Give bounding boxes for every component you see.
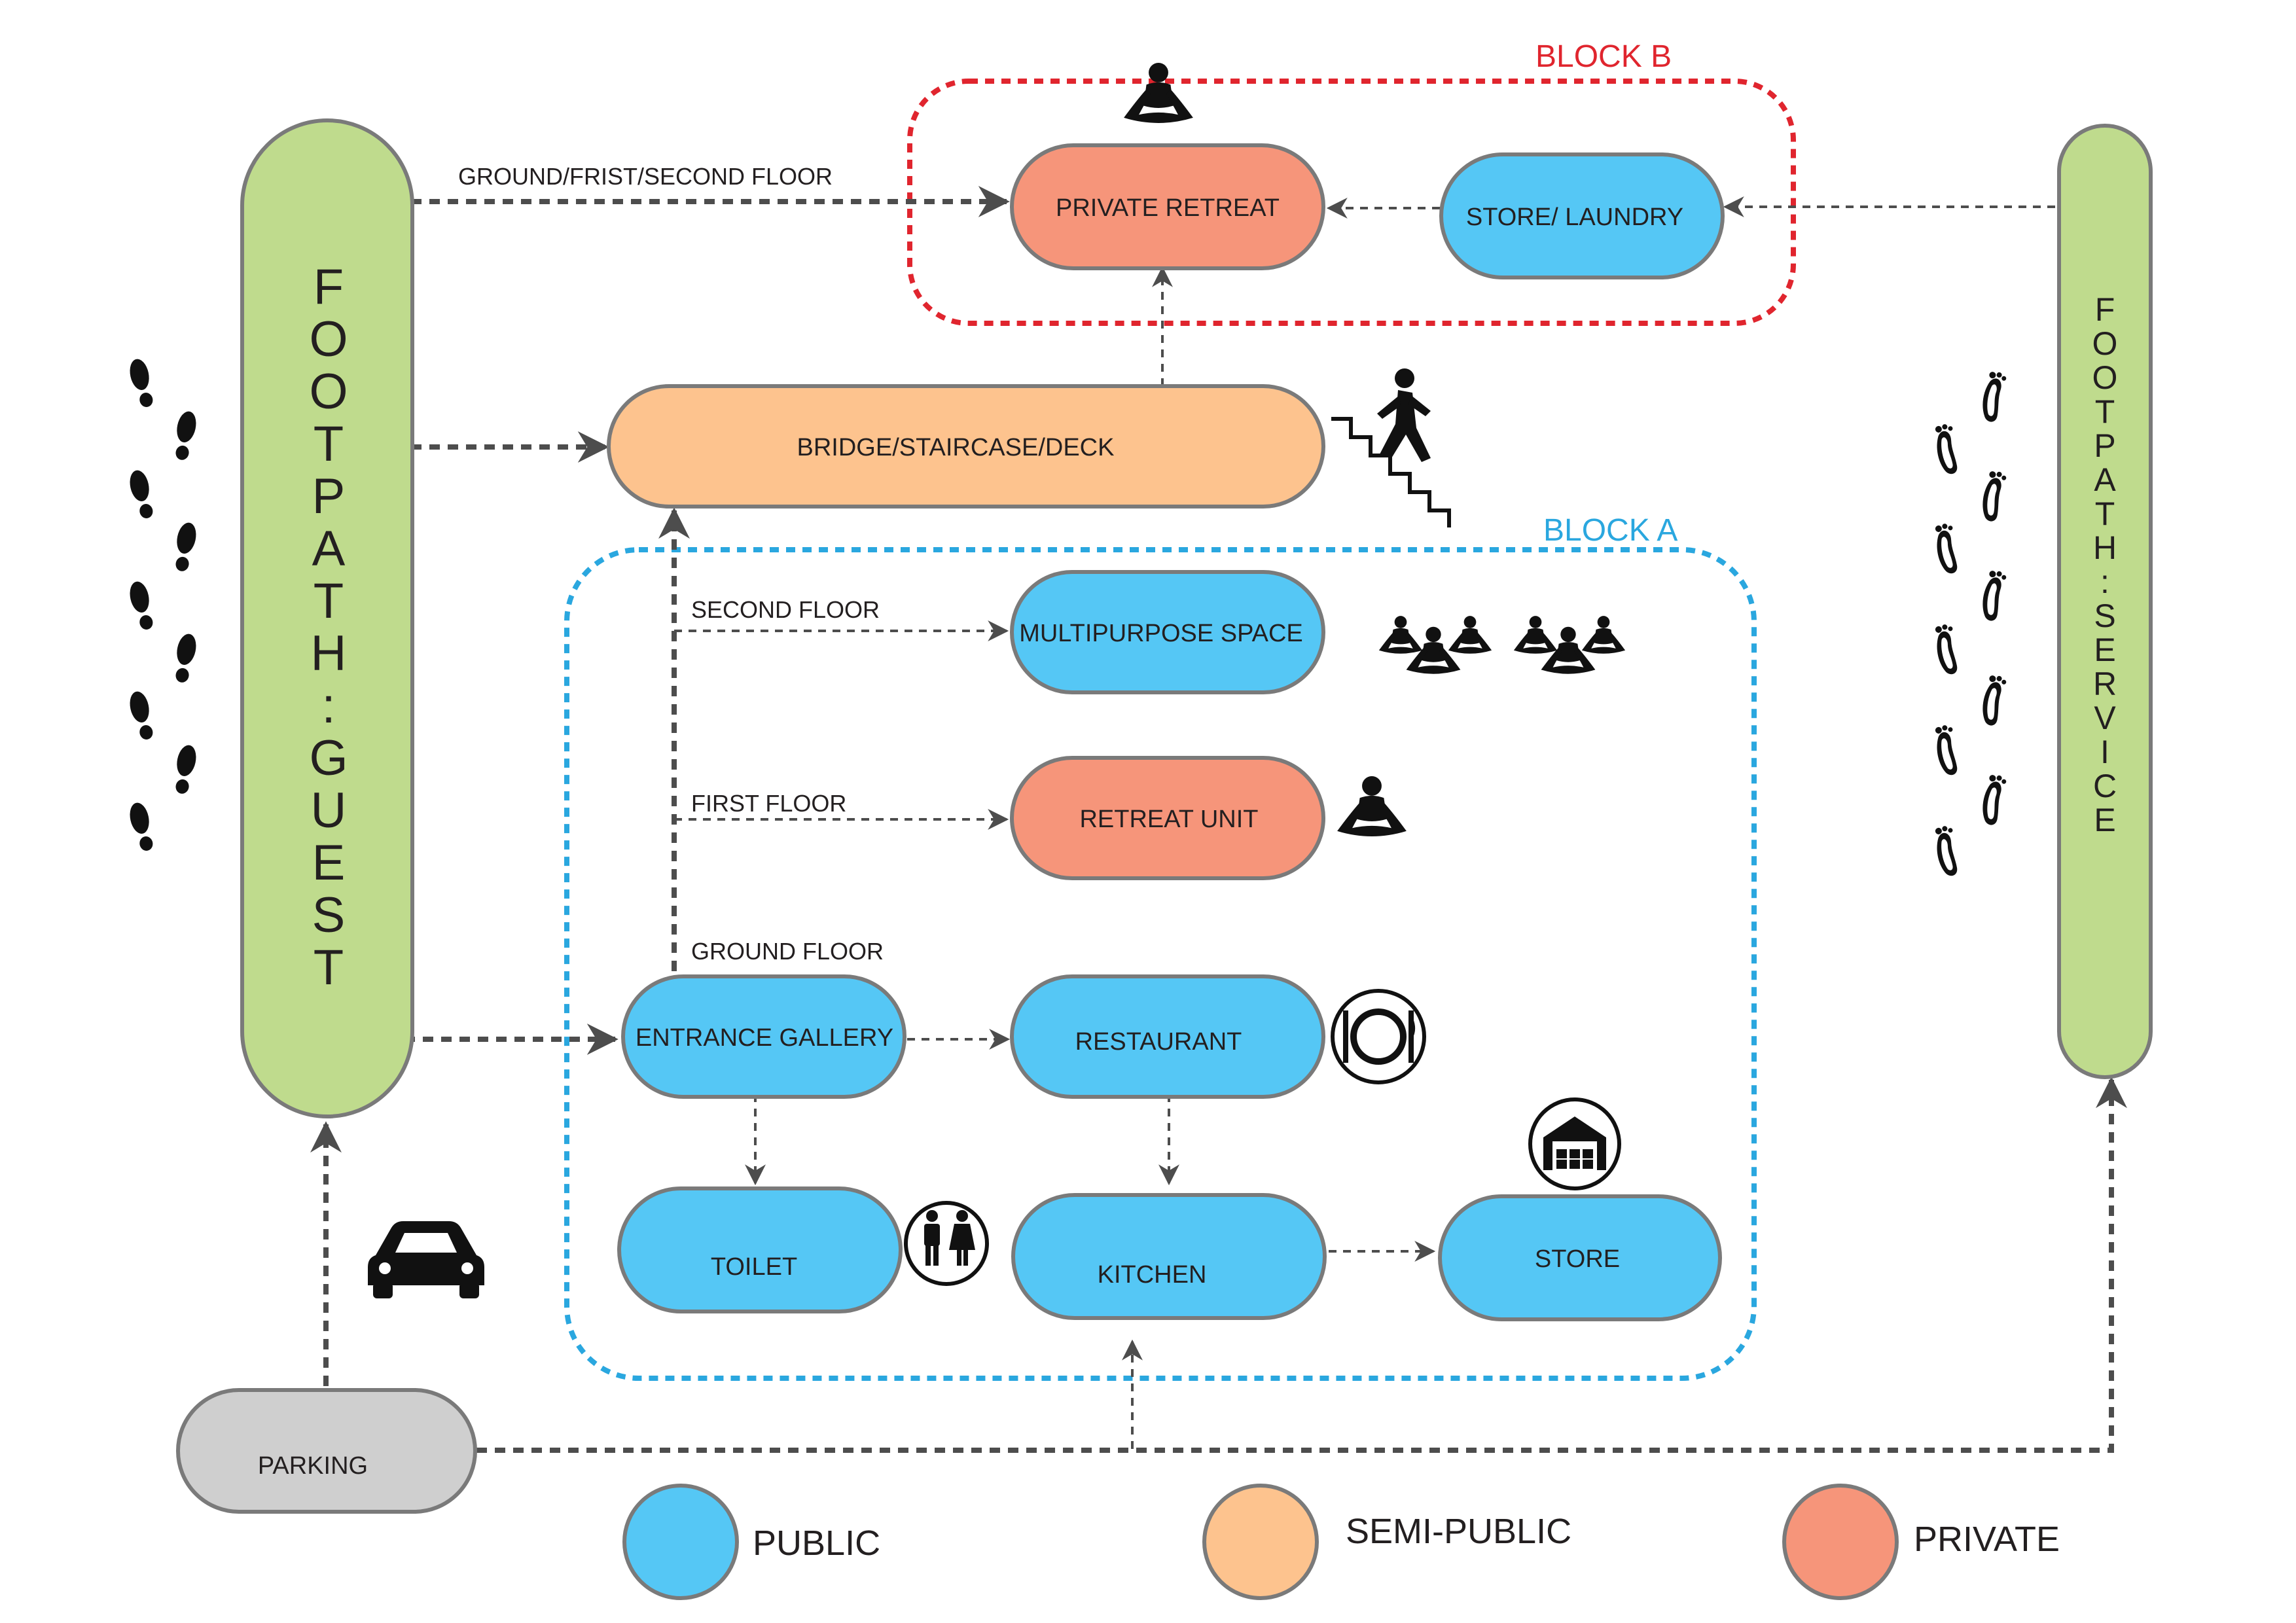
warehouse-icon bbox=[1528, 1097, 1621, 1190]
svg-text:PARKING: PARKING bbox=[258, 1452, 368, 1480]
svg-text:BRIDGE/STAIRCASE/DECK: BRIDGE/STAIRCASE/DECK bbox=[797, 434, 1115, 461]
footpath-service-letter: A bbox=[2094, 461, 2116, 498]
bare-footprints-icon bbox=[1933, 370, 2007, 878]
svg-text:SEMI-PUBLIC: SEMI-PUBLIC bbox=[1346, 1512, 1571, 1551]
svg-text:TOILET: TOILET bbox=[711, 1253, 797, 1281]
footpath-guest-letter: H bbox=[311, 626, 347, 681]
legend: PUBLIC SEMI-PUBLIC PRIVATE bbox=[622, 1484, 2060, 1600]
legend-item-public: PUBLIC bbox=[622, 1484, 880, 1600]
block-b-label: BLOCK B bbox=[1535, 39, 1672, 74]
svg-text:STORE/ LAUNDRY: STORE/ LAUNDRY bbox=[1466, 204, 1683, 231]
svg-text:PRIVATE RETREAT: PRIVATE RETREAT bbox=[1056, 194, 1280, 222]
footpath-guest-letter: U bbox=[311, 783, 347, 838]
node-parking: PARKING bbox=[176, 1388, 477, 1514]
footpath-guest-letter: T bbox=[314, 940, 344, 995]
node-store-laundry: STORE/ LAUNDRY bbox=[1439, 152, 1725, 279]
block-a-boundary bbox=[564, 547, 1757, 1381]
footpath-service-letter: V bbox=[2094, 700, 2116, 736]
block-b-boundary bbox=[907, 79, 1796, 326]
node-toilet: TOILET bbox=[617, 1186, 903, 1313]
svg-text:RETREAT UNIT: RETREAT UNIT bbox=[1079, 806, 1258, 833]
svg-text:KITCHEN: KITCHEN bbox=[1098, 1261, 1207, 1289]
node-bridge-staircase-deck: BRIDGE/STAIRCASE/DECK bbox=[607, 384, 1325, 508]
legend-item-semi-public: SEMI-PUBLIC bbox=[1202, 1484, 1571, 1600]
footpath-service-letter: F bbox=[2095, 291, 2115, 328]
node-store: STORE bbox=[1438, 1194, 1722, 1321]
svg-text:MULTIPURPOSE SPACE: MULTIPURPOSE SPACE bbox=[1019, 620, 1303, 647]
legend-swatch-private bbox=[1782, 1484, 1899, 1600]
footpath-guest-letter: P bbox=[312, 469, 346, 524]
svg-text:ENTRANCE GALLERY: ENTRANCE GALLERY bbox=[636, 1024, 893, 1052]
footpath-service-letter: T bbox=[2095, 495, 2115, 532]
floor-label-ground: GROUND FLOOR bbox=[691, 938, 884, 965]
legend-swatch-public bbox=[622, 1484, 739, 1600]
footpath-guest-letter: E bbox=[312, 835, 346, 891]
footpath-service-letter: R bbox=[2093, 666, 2117, 702]
footpath-service-letter: H bbox=[2093, 529, 2117, 566]
plate-cutlery-icon bbox=[1331, 989, 1426, 1084]
svg-text:STORE: STORE bbox=[1535, 1245, 1620, 1273]
footpath-guest-letter: S bbox=[312, 887, 346, 943]
floor-label-first: FIRST FLOOR bbox=[691, 790, 846, 817]
footpath-guest-letter: T bbox=[314, 416, 344, 472]
footpath-service-letter: : bbox=[2100, 563, 2109, 600]
footpath-guest-letter: G bbox=[309, 730, 348, 786]
climbing-stairs-icon bbox=[1331, 368, 1451, 527]
footpath-guest-letter: T bbox=[314, 573, 344, 629]
svg-text:RESTAURANT: RESTAURANT bbox=[1075, 1028, 1242, 1056]
floor-label-ground-first-second: GROUND/FRIST/SECOND FLOOR bbox=[458, 163, 833, 190]
node-entrance-gallery: ENTRANCE GALLERY bbox=[621, 974, 906, 1099]
floor-label-second: SECOND FLOOR bbox=[691, 596, 880, 623]
footpath-service-letter: P bbox=[2094, 427, 2115, 464]
footpath-guest-letter: A bbox=[312, 521, 346, 577]
meditation-icon bbox=[1124, 62, 1193, 123]
footpath-service-letter: E bbox=[2094, 802, 2115, 838]
footpath-service-letter: I bbox=[2100, 734, 2109, 770]
meditation-icon bbox=[1337, 776, 1407, 836]
footpath-guest-letter: : bbox=[321, 678, 335, 734]
shoe-footprints-icon bbox=[127, 357, 199, 853]
footpath-service-letter: S bbox=[2094, 597, 2115, 634]
node-restaurant: RESTAURANT bbox=[1010, 974, 1325, 1099]
node-multipurpose-space: MULTIPURPOSE SPACE bbox=[1010, 570, 1325, 694]
node-kitchen: KITCHEN bbox=[1011, 1193, 1327, 1320]
restroom-icon bbox=[904, 1201, 989, 1286]
legend-item-private: PRIVATE bbox=[1782, 1484, 2060, 1600]
footpath-guest-letter: O bbox=[309, 364, 348, 419]
car-icon bbox=[368, 1221, 484, 1298]
group-meditation-icon bbox=[1378, 616, 1626, 674]
legend-swatch-semi-public bbox=[1202, 1484, 1319, 1600]
svg-text:PUBLIC: PUBLIC bbox=[753, 1524, 880, 1563]
svg-text:PRIVATE: PRIVATE bbox=[1914, 1520, 2060, 1559]
connectors bbox=[310, 186, 2127, 1453]
footpath-service-letter: T bbox=[2095, 393, 2115, 430]
footpath-service-letter: O bbox=[2092, 325, 2118, 362]
footpath-guest-letter: F bbox=[314, 259, 344, 315]
footpath-service-letter: C bbox=[2093, 768, 2117, 804]
footpath-service-letter: O bbox=[2092, 359, 2118, 396]
block-a-label: BLOCK A bbox=[1543, 513, 1677, 548]
footpath-service-letter: E bbox=[2094, 632, 2115, 668]
node-retreat-unit: RETREAT UNIT bbox=[1010, 756, 1325, 880]
footpath-guest-letter: O bbox=[309, 312, 348, 367]
node-private-retreat: PRIVATE RETREAT bbox=[1010, 143, 1325, 270]
